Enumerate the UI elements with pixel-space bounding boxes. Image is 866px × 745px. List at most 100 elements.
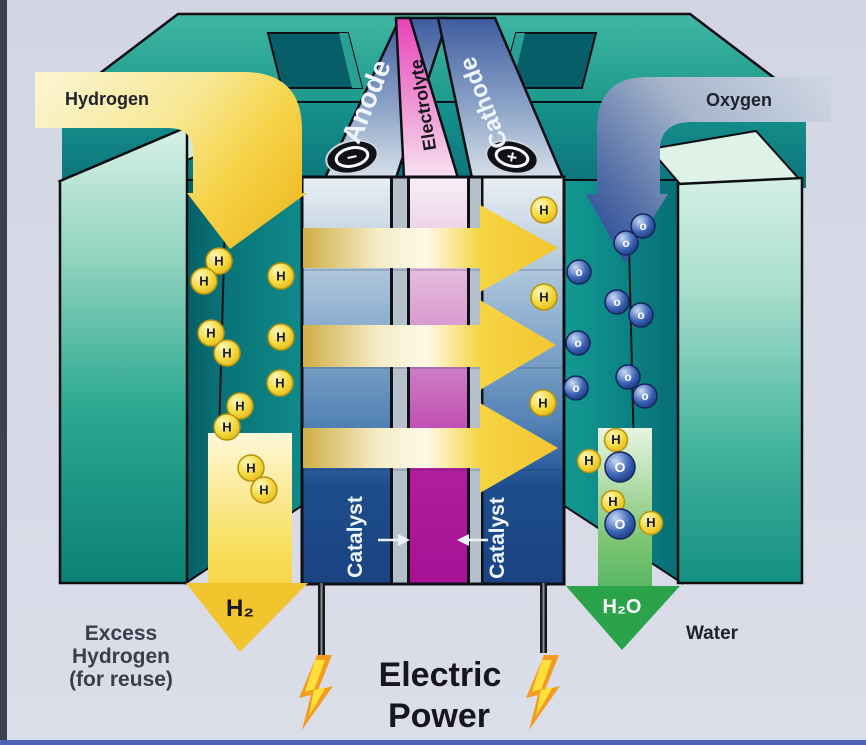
h-particle: H [576, 448, 602, 474]
svg-text:H: H [646, 515, 655, 530]
left-pillar [58, 125, 189, 585]
h-particle: H [603, 427, 629, 453]
h-particle: H [530, 283, 558, 311]
h-particle: H [267, 262, 295, 290]
svg-text:H: H [276, 329, 285, 344]
proton-flow-arrow [303, 300, 556, 390]
negative-terminal-badge: − [325, 139, 379, 175]
o-particle: O [604, 508, 636, 540]
bottom-edge-strip [0, 740, 866, 745]
water-arrow-head [566, 586, 680, 650]
svg-text:o: o [575, 265, 582, 279]
o-particle: o [628, 302, 654, 328]
o-particle: o [632, 383, 658, 409]
o-particle: o [565, 330, 591, 356]
minus-icon: − [345, 146, 359, 168]
svg-text:o: o [574, 336, 581, 350]
h-particle: H [266, 369, 294, 397]
h-particle: H [213, 339, 241, 367]
svg-text:o: o [613, 295, 620, 309]
excess-line-3: (for reuse) [69, 668, 173, 691]
o-particle: O [604, 451, 636, 483]
svg-text:o: o [637, 308, 644, 322]
o-particle: o [563, 375, 589, 401]
separator-line [390, 178, 393, 583]
h-particle: H [197, 319, 225, 347]
catalyst-pointer-right-tip [457, 534, 469, 546]
oxygen-inlet-label: Oxygen [706, 90, 772, 110]
h-particle: H [267, 323, 295, 351]
hydrogen-inlet-label: Hydrogen [65, 89, 149, 109]
catalyst-pointer-left-tip [398, 534, 410, 546]
plus-icon: + [505, 146, 519, 168]
diffusion-strip-right [470, 178, 481, 583]
svg-text:o: o [624, 370, 631, 384]
o-particle: o [566, 259, 592, 285]
hydrogen-inlet-arrow [35, 72, 307, 249]
proton-flow-arrow [303, 403, 558, 493]
h2-label: H₂ [226, 595, 254, 622]
excess-line-1: Excess [85, 622, 157, 645]
svg-text:H: H [235, 398, 244, 413]
o-particle: o [630, 213, 656, 239]
right-pillar [676, 176, 804, 585]
svg-text:H: H [259, 482, 268, 497]
o-particle: o [613, 230, 639, 256]
svg-text:H: H [276, 268, 285, 283]
badge-ring [334, 146, 370, 168]
proton-flow-arrow [303, 205, 558, 292]
svg-text:H: H [222, 419, 231, 434]
svg-text:H: H [222, 345, 231, 360]
svg-text:H: H [246, 460, 255, 475]
left-edge-strip [0, 0, 7, 745]
svg-text:H: H [584, 453, 593, 468]
svg-text:o: o [572, 381, 579, 395]
svg-text:H: H [538, 395, 547, 410]
stack-outline [300, 175, 566, 586]
svg-text:H: H [539, 289, 548, 304]
h-particle: H [213, 413, 241, 441]
excess-hydrogen-arrow-head [186, 583, 308, 652]
catalyst-label-right: Catalyst [486, 497, 509, 579]
diffusion-strip-left [393, 178, 407, 583]
separator-line [467, 178, 470, 583]
svg-text:H: H [608, 494, 617, 509]
svg-text:H: H [206, 325, 215, 340]
separator-line [407, 178, 410, 583]
h-particle: H [529, 389, 557, 417]
anode-wire-highlight [320, 583, 323, 655]
svg-text:H: H [199, 273, 208, 288]
svg-text:o: o [622, 236, 629, 250]
o-particle: o [615, 364, 641, 390]
water-label: Water [686, 623, 739, 644]
svg-text:H: H [214, 253, 223, 268]
svg-text:O: O [615, 459, 626, 475]
h-particle: H [237, 454, 265, 482]
h-particle: H [530, 196, 558, 224]
h-particle: H [205, 247, 233, 275]
lightning-bolt-core [305, 660, 326, 716]
top-slot-left-inner-wall [339, 33, 362, 88]
positive-terminal-badge: + [485, 139, 539, 175]
svg-text:o: o [641, 389, 648, 403]
electric-line-2: Power [388, 697, 490, 735]
badge-ring [494, 146, 530, 168]
catalyst-label-left: Catalyst [344, 496, 367, 578]
svg-text:H: H [275, 375, 284, 390]
svg-text:H: H [539, 202, 548, 217]
o-particle: o [604, 289, 630, 315]
water-molecule: HHO [600, 489, 664, 540]
electric-line-1: Electric [379, 656, 502, 694]
h-particle: H [250, 476, 278, 504]
excess-hydrogen-label: Excess Hydrogen (for reuse) [69, 622, 173, 691]
excess-line-2: Hydrogen [72, 645, 170, 668]
cathode-wire-highlight [542, 583, 545, 653]
svg-text:H: H [611, 432, 620, 447]
h-particle: H [638, 510, 664, 536]
svg-text:O: O [615, 516, 626, 532]
h2o-label: H₂O [603, 596, 642, 618]
electric-power-label: Electric Power [379, 656, 502, 735]
